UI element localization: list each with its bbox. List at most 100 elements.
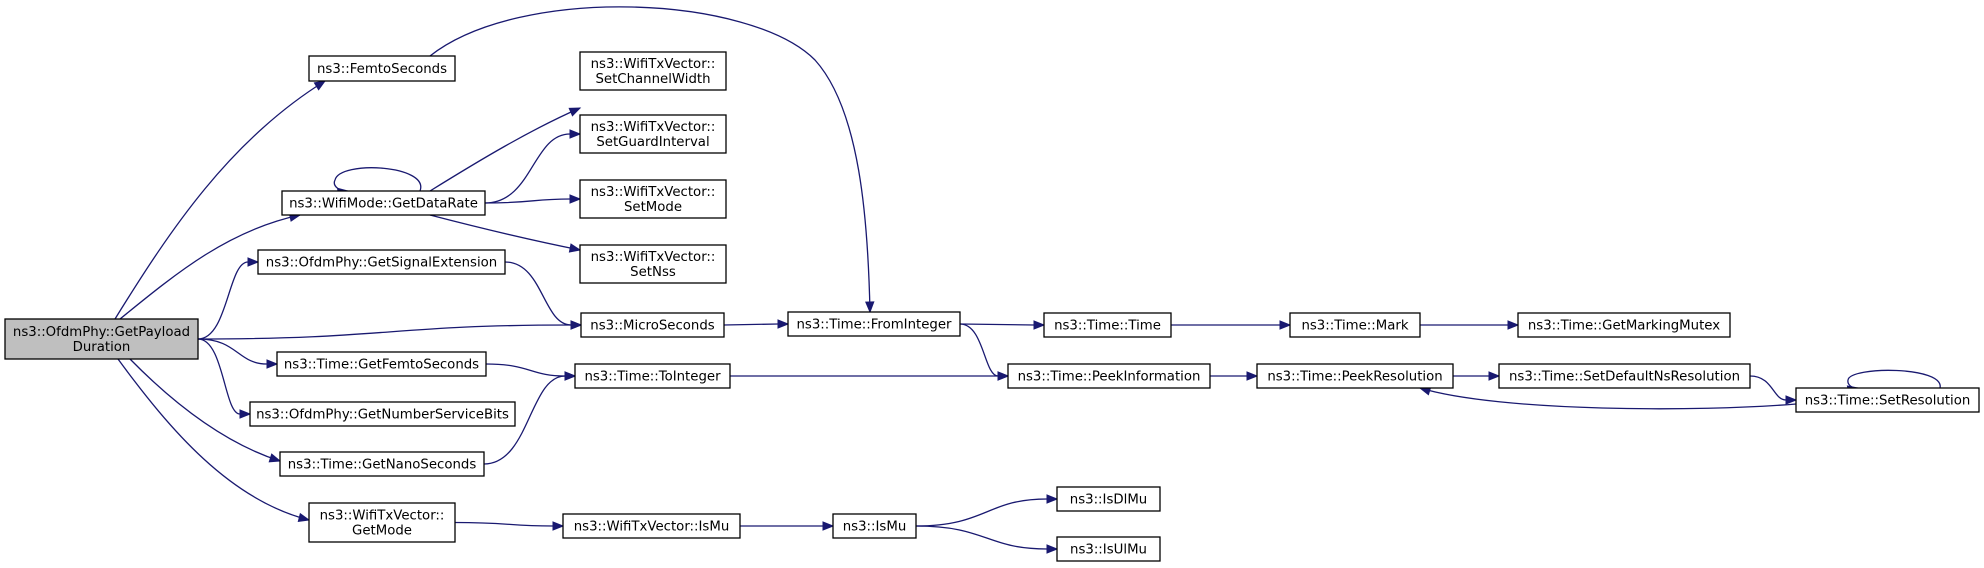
node-femto[interactable]: ns3::FemtoSeconds [308, 55, 456, 82]
edge-arrowhead [569, 129, 582, 139]
node-setgi[interactable]: ns3::WifiTxVector::SetGuardInterval [579, 114, 727, 154]
edge-arrowhead [266, 359, 279, 369]
node-box [1517, 312, 1731, 338]
node-isMuFree[interactable]: ns3::IsMu [832, 513, 917, 539]
node-label: ns3::MicroSeconds [590, 319, 714, 334]
node-getmode[interactable]: ns3::WifiTxVector::GetMode [308, 502, 456, 543]
edge-line [915, 525, 1048, 550]
node-box [1256, 363, 1454, 389]
node-setmode[interactable]: ns3::WifiTxVector::SetMode [579, 179, 727, 219]
edge-getfemto-to-toint [485, 363, 577, 381]
node-label: Duration [73, 340, 131, 355]
node-peekres[interactable]: ns3::Time::PeekResolution [1256, 363, 1454, 389]
node-setdef[interactable]: ns3::Time::SetDefaultNsResolution [1498, 363, 1751, 389]
node-fromint[interactable]: ns3::Time::FromInteger [787, 311, 961, 337]
node-box [580, 312, 725, 338]
node-sigext[interactable]: ns3::OfdmPhy::GetSignalExtension [257, 249, 506, 275]
edge-line [333, 167, 422, 192]
node-label: ns3::IsMu [843, 520, 907, 535]
edge-line [119, 214, 301, 320]
edge-arrowhead [1507, 320, 1520, 330]
edge-line [915, 498, 1048, 527]
node-box [257, 249, 506, 275]
edge-isMuFree-to-isdlmu [915, 494, 1059, 527]
edge-line [197, 324, 572, 340]
node-box [1007, 363, 1211, 389]
edge-line [485, 363, 566, 377]
edge-line [1749, 375, 1787, 401]
edge-root-to-numsvc [197, 338, 252, 419]
node-label: ns3::Time::Time [1054, 319, 1161, 334]
edge-arrowhead [552, 521, 565, 531]
node-box [1498, 363, 1751, 389]
edge-arrowhead [1046, 494, 1059, 504]
node-label: ns3::WifiTxVector:: [591, 250, 716, 265]
edge-arrowhead [777, 319, 790, 329]
edge-toint-to-peekinfo [730, 371, 1010, 381]
node-box [249, 401, 516, 427]
node-label: ns3::IsDlMu [1070, 493, 1147, 508]
node-label: ns3::OfdmPhy::GetSignalExtension [266, 256, 497, 271]
node-peekinfo[interactable]: ns3::Time::PeekInformation [1007, 363, 1211, 389]
edge-line [197, 338, 241, 415]
edge-arrowhead [313, 80, 327, 91]
node-numsvc[interactable]: ns3::OfdmPhy::GetNumberServiceBits [249, 401, 516, 427]
node-label: SetGuardInterval [596, 135, 709, 150]
edge-setres-to-peekres [1418, 386, 1797, 410]
node-label: GetMode [352, 524, 412, 539]
node-label: ns3::Time::PeekInformation [1018, 370, 1201, 385]
node-label: ns3::Time::GetFemtoSeconds [284, 358, 479, 373]
edge-peekinfo-to-peekres [1210, 371, 1259, 381]
edge-fromint-to-peekinfo [959, 323, 1010, 381]
node-box [832, 513, 917, 539]
node-box [1056, 486, 1161, 512]
node-mark[interactable]: ns3::Time::Mark [1289, 312, 1421, 338]
node-box [276, 351, 487, 377]
edge-arrowhead [239, 409, 252, 419]
node-box [308, 55, 456, 82]
node-box [579, 114, 727, 154]
node-ismu[interactable]: ns3::WifiTxVector::IsMu [562, 513, 741, 539]
edge-fromint-to-time [959, 320, 1046, 330]
edge-line [484, 198, 571, 204]
node-datarate[interactable]: ns3::WifiMode::GetDataRate [281, 190, 486, 216]
edge-arrowhead [1279, 320, 1292, 330]
node-label: ns3::WifiTxVector:: [591, 57, 716, 72]
node-setres[interactable]: ns3::Time::SetResolution [1795, 387, 1980, 413]
edge-datarate-to-setgi [484, 129, 582, 204]
node-mutex[interactable]: ns3::Time::GetMarkingMutex [1517, 312, 1731, 338]
edge-arrowhead [569, 194, 582, 204]
node-isulmu[interactable]: ns3::IsUlMu [1056, 536, 1161, 562]
node-isdlmu[interactable]: ns3::IsDlMu [1056, 486, 1161, 512]
edge-line [504, 261, 572, 326]
node-getnano[interactable]: ns3::Time::GetNanoSeconds [279, 451, 485, 477]
node-toint[interactable]: ns3::Time::ToInteger [574, 363, 731, 389]
edge-sigext-to-micro [504, 261, 583, 330]
node-label: ns3::Time::SetResolution [1805, 394, 1971, 409]
edge-line [114, 80, 326, 320]
node-label: ns3::Time::FromInteger [796, 318, 952, 333]
node-box [1795, 387, 1980, 413]
node-box [1056, 536, 1161, 562]
edge-arrowhead [997, 371, 1010, 381]
edge-line [429, 6, 871, 313]
node-box [4, 318, 199, 360]
node-label: ns3::WifiTxVector:: [320, 509, 445, 524]
node-label: ns3::Time::GetMarkingMutex [1528, 319, 1720, 334]
edge-arrowhead [1488, 371, 1501, 381]
node-getfemto[interactable]: ns3::Time::GetFemtoSeconds [276, 351, 487, 377]
edge-datarate-to-setnss [429, 214, 582, 253]
node-setcw[interactable]: ns3::WifiTxVector::SetChannelWidth [579, 51, 727, 91]
edge-arrowhead [568, 107, 582, 117]
edge-datarate-to-setcw [429, 107, 582, 192]
node-setnss[interactable]: ns3::WifiTxVector::SetNss [579, 244, 727, 284]
node-box [281, 190, 486, 216]
edge-arrowhead [1046, 544, 1059, 554]
node-box [579, 51, 727, 91]
node-micro[interactable]: ns3::MicroSeconds [580, 312, 725, 338]
edge-datarate-to-setmode [484, 194, 582, 204]
edge-arrowhead [1785, 395, 1798, 405]
edge-root-to-getmode [117, 358, 311, 523]
node-time[interactable]: ns3::Time::Time [1043, 312, 1172, 338]
